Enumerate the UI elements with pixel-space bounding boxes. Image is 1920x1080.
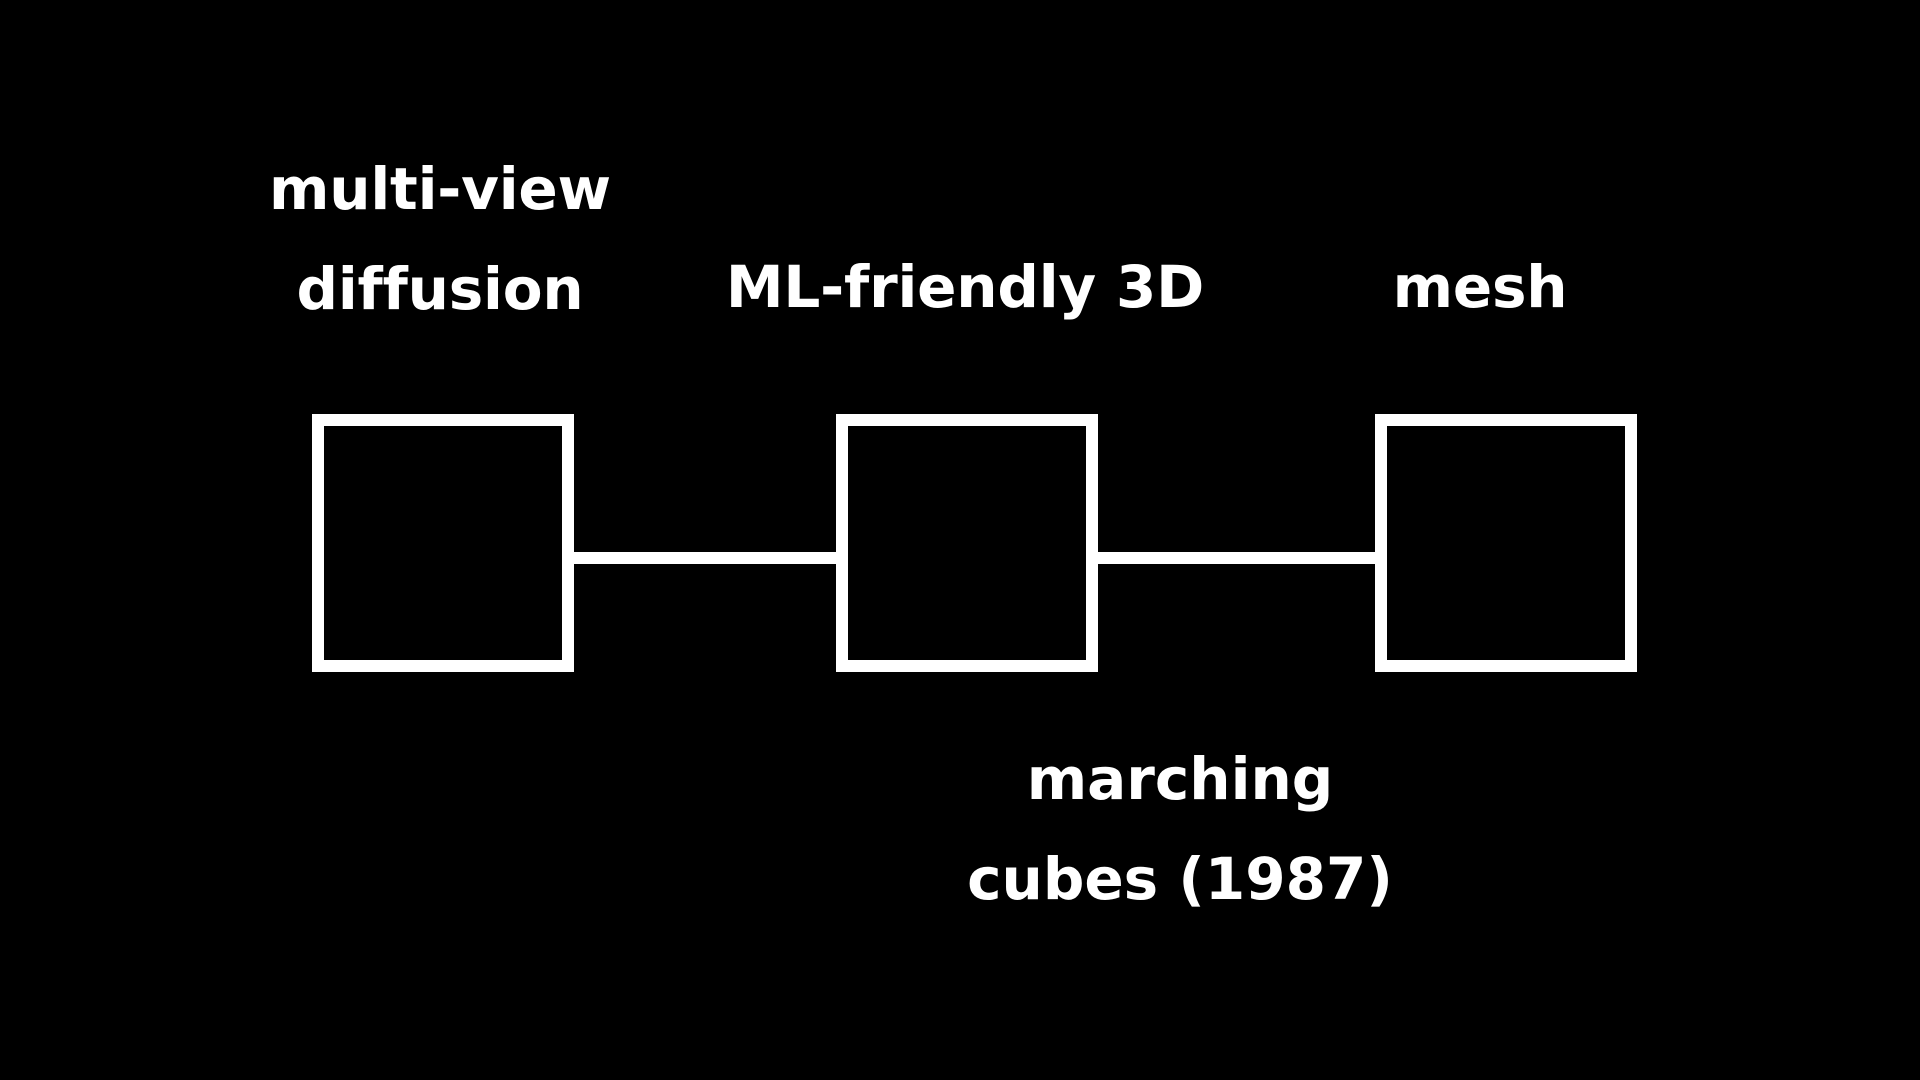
edge-node2-to-node3-caption: marching cubes (1987) [967, 745, 1393, 913]
node-2-label: ML-friendly 3D [725, 253, 1205, 321]
node-3-label: mesh [1392, 253, 1568, 321]
node-mesh [1375, 414, 1637, 672]
edge-node2-to-node3 [1096, 552, 1379, 564]
node-1-label: multi-view diffusion [269, 155, 611, 323]
node-multi-view-diffusion [312, 414, 574, 672]
node-ml-friendly-3d [836, 414, 1098, 672]
edge-node1-to-node2 [572, 552, 840, 564]
